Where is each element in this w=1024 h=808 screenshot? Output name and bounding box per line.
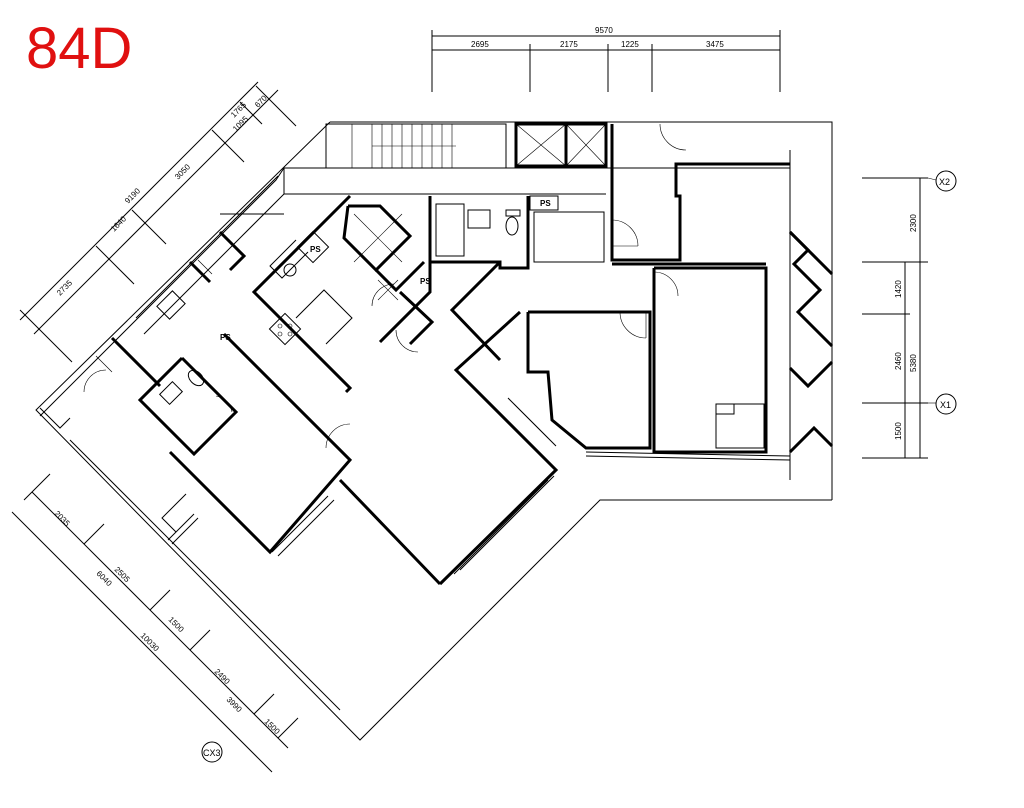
svg-text:CX3: CX3 [203,748,221,758]
right-dimension-chain: 2300 1420 2460 5380 1500 [862,177,937,459]
bedroom-window-sill [585,451,791,461]
dim-ll-seg-6: 1500 [263,717,282,736]
axis-marker-x2: X2 [935,170,957,192]
dim-top-seg-3: 1225 [621,40,639,49]
dim-right-seg-1: 2300 [909,214,918,232]
bedroom-right [612,262,768,454]
ps-label-4: PS [220,333,231,342]
dim-ul-total: 9190 [123,186,142,205]
dim-ll-seg-4: 2490 [213,667,232,686]
top-dimension-chain: 9570 2695 2175 1225 3475 [431,26,781,92]
dim-top-seg-1: 2695 [471,40,489,49]
bathroom-lower-left [137,356,239,457]
bedroom-center [526,310,652,450]
dim-right-total: 5380 [909,354,918,372]
kitchen: PS [251,194,353,394]
svg-text:X2: X2 [939,177,950,187]
plan-title: 84D [26,16,133,81]
svg-text:X1: X1 [940,400,951,410]
dim-top-seg-2: 2175 [560,40,578,49]
axis-marker-x1: X1 [935,393,957,415]
lower-left-dimension-chain: 2035 2505 6040 1500 10030 2490 3990 1500 [11,473,299,773]
dim-ll-seg-5: 3990 [225,695,244,714]
dim-top-total: 9570 [595,26,613,35]
dim-ll-seg-2: 2505 [113,565,132,584]
dim-right-seg-4: 1500 [894,422,903,440]
axis-marker-cx3: CX3 [201,741,223,763]
dim-ll-subtotal: 6040 [95,569,114,588]
right-balcony [788,196,834,480]
bathroom-top: PS [428,195,605,270]
diagonal-corridor-walls [135,175,502,362]
ps-label-3: PS [420,277,431,286]
ps-label-1: PS [540,199,551,208]
bedroom-upper-left [39,167,285,429]
elevator-shafts [514,122,608,168]
dim-right-seg-3: 2460 [894,352,903,370]
bedroom-lower-left: PS [168,332,353,557]
dim-ll-seg-1: 2035 [53,509,72,528]
lower-left-balcony [69,439,341,711]
living-room [338,310,559,586]
entry-corridor [610,123,790,262]
dim-right-seg-2: 1420 [894,280,903,298]
stair-core [325,123,507,169]
dim-ul-seg-1: 2735 [55,278,74,297]
ps-label-2: PS [310,245,321,254]
dim-ul-seg-6: 670 [253,93,269,109]
living-window [507,397,557,447]
dim-ll-seg-3: 1500 [167,615,186,634]
dim-top-seg-4: 3475 [706,40,724,49]
dim-ul-seg-2: 1640 [109,214,128,233]
utility-room: PS [342,204,435,353]
